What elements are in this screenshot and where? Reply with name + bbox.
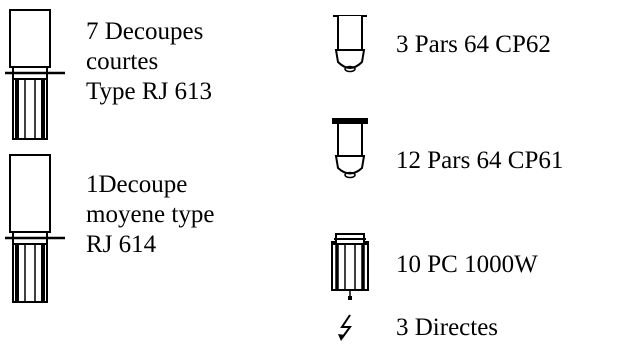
decoupe-moyenne-line-3: RJ 614 xyxy=(86,231,157,258)
lightning-icon xyxy=(338,314,352,341)
par64-cp62-label: 3 Pars 64 CP62 xyxy=(396,31,551,58)
par64-cp61-icon xyxy=(332,118,368,179)
decoupe-moyenne-line-1: 1Decoupe xyxy=(86,171,188,198)
par64-cp61-label: 12 Pars 64 CP61 xyxy=(396,147,564,174)
directes-label: 3 Directes xyxy=(396,314,499,341)
decoupe-rj614-icon xyxy=(5,154,65,303)
par64-cp62-icon xyxy=(333,15,367,73)
pc-1000w-label: 10 PC 1000W xyxy=(396,251,538,278)
decoupe-courte-label: 7 Decoupes courtes Type RJ 613 xyxy=(86,17,212,107)
decoupe-courte-line-2: courtes xyxy=(86,48,159,75)
decoupe-moyenne-line-2: moyene type xyxy=(86,201,215,228)
pc-1000w-icon xyxy=(331,233,369,300)
decoupe-moyenne-label: 1Decoupe moyene type RJ 614 xyxy=(86,170,214,260)
decoupe-courte-line-1: 7 Decoupes xyxy=(86,18,204,45)
decoupe-courte-line-3: Type RJ 613 xyxy=(86,78,213,105)
decoupe-rj613-icon xyxy=(5,9,65,140)
